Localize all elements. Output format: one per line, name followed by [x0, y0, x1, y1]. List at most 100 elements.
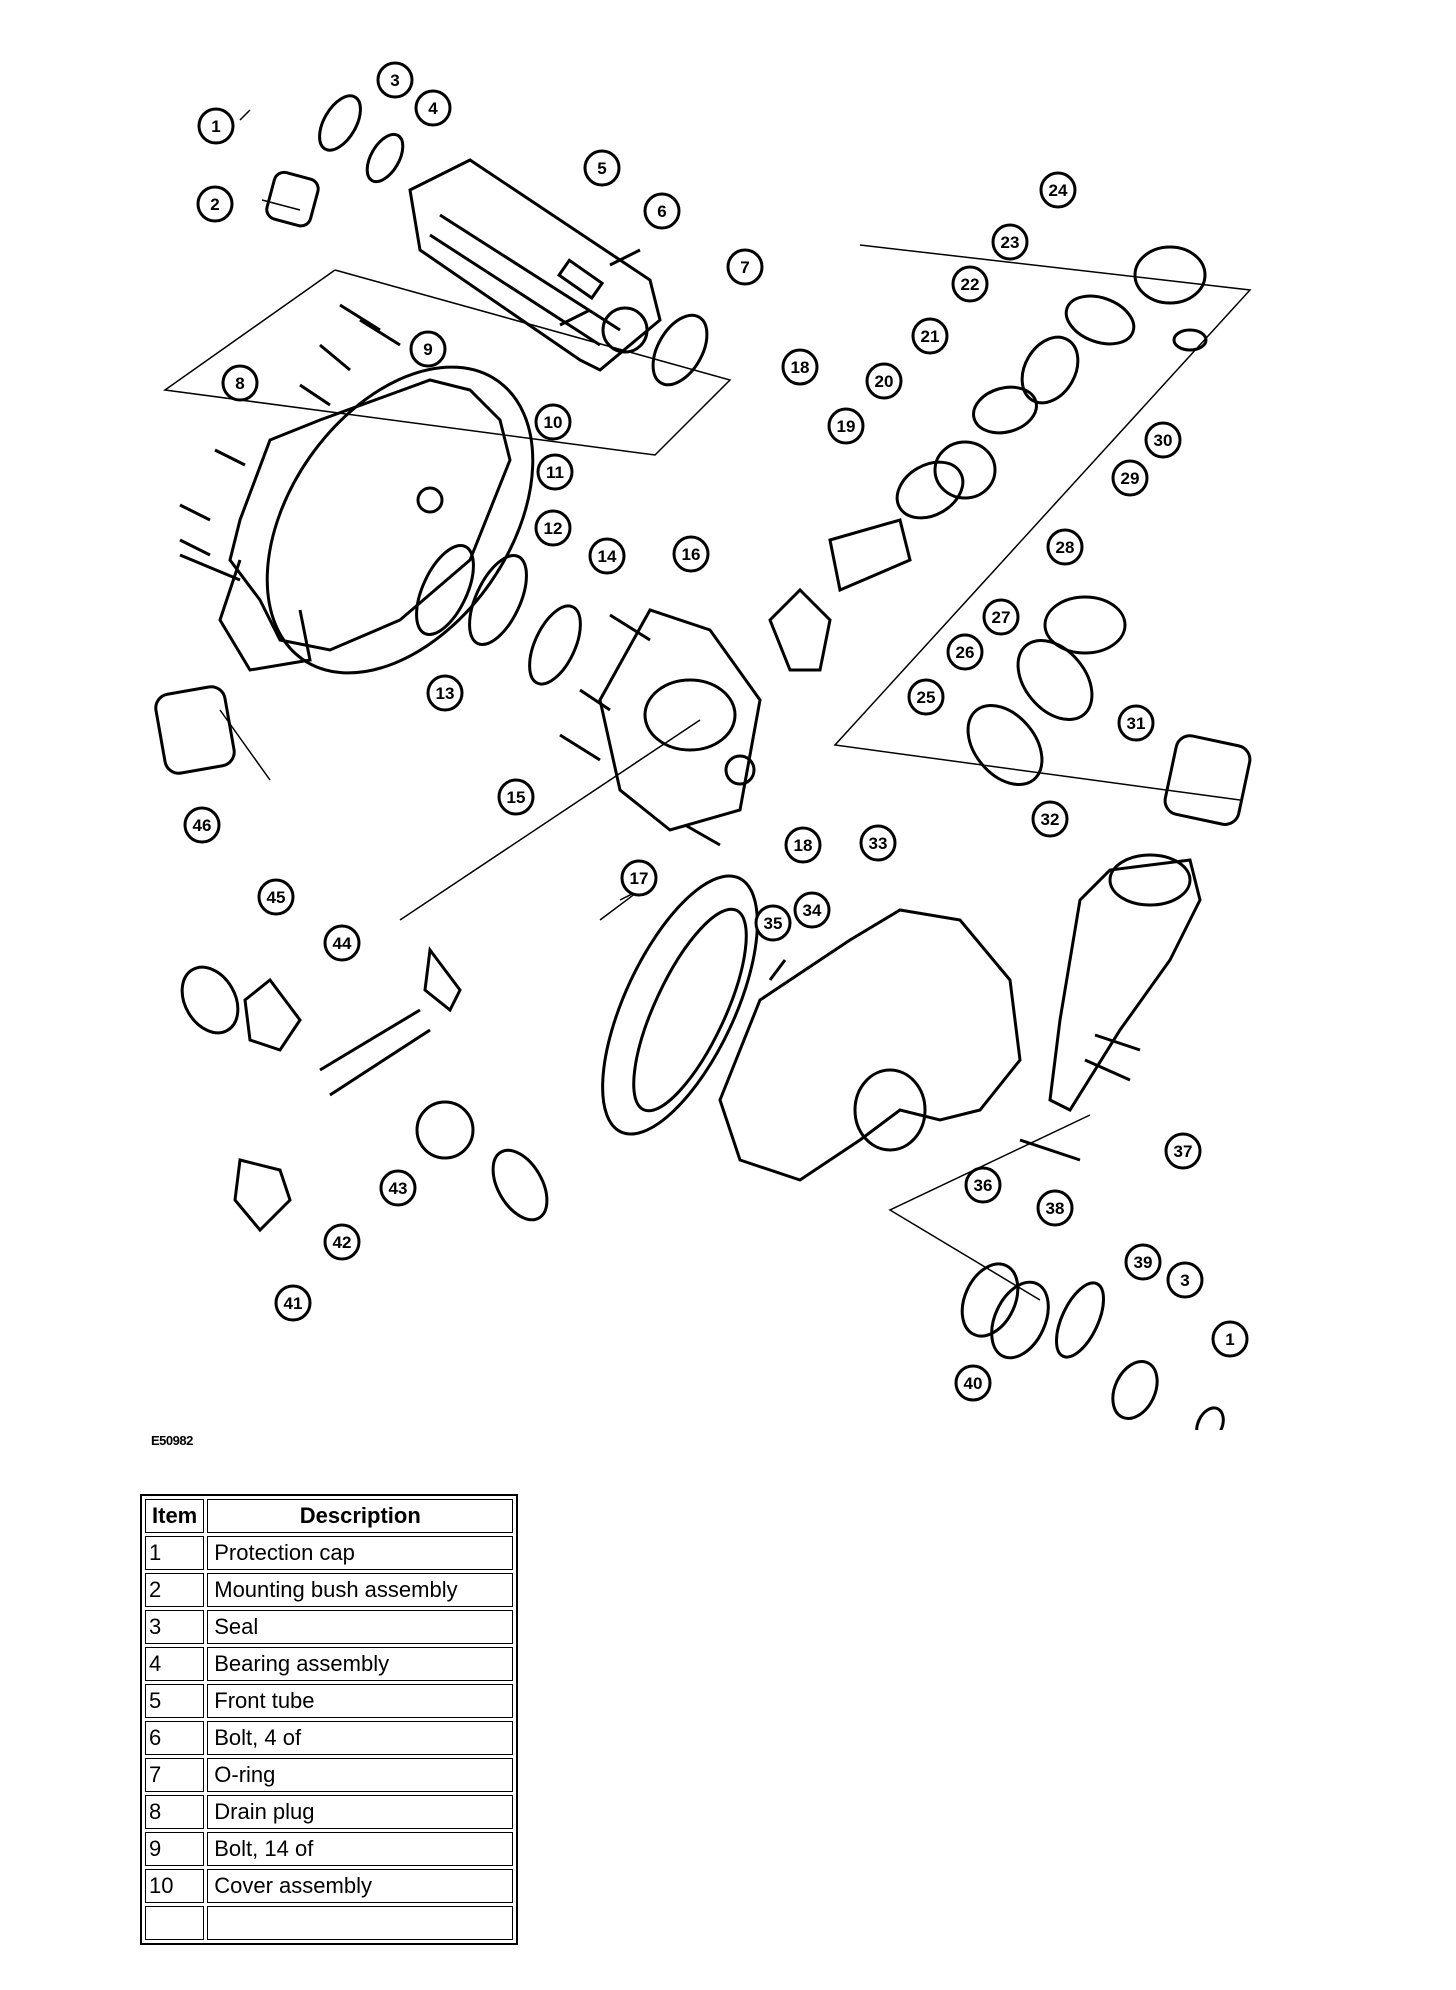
callout-32: 32: [1031, 800, 1069, 838]
bush-drawing: [154, 170, 1252, 826]
pinion-drawing: [768, 460, 965, 672]
callout-16: 16: [672, 535, 710, 573]
callout-22: 22: [951, 265, 989, 303]
callout-44: 44: [323, 924, 361, 962]
callout-number: 34: [803, 901, 822, 920]
callout-number: 3: [1180, 1271, 1189, 1290]
table-header-row: Item Description: [145, 1499, 514, 1533]
item-description: Seal: [207, 1610, 514, 1644]
item-description: O-ring: [207, 1758, 514, 1792]
callout-11: 11: [536, 453, 574, 491]
crown-wheel-drawing: [601, 874, 759, 1136]
callout-number: 28: [1056, 538, 1075, 557]
callout-number: 45: [267, 888, 286, 907]
item-number: 7: [145, 1758, 205, 1792]
item-description: Bolt, 14 of: [207, 1832, 514, 1866]
callout-number: 31: [1127, 714, 1146, 733]
callout-3: 3: [376, 61, 414, 99]
callout-number: 40: [964, 1374, 983, 1393]
item-number: 9: [145, 1832, 205, 1866]
callout-number: 13: [436, 684, 455, 703]
item-header: Item: [145, 1499, 205, 1533]
callout-number: 44: [333, 934, 352, 953]
callout-number: 18: [791, 358, 810, 377]
callout-2: 2: [196, 185, 234, 223]
item-description: Front tube: [207, 1684, 514, 1718]
item-number: 8: [145, 1795, 205, 1829]
callout-number: 1: [211, 117, 220, 136]
callout-39: 39: [1124, 1243, 1162, 1281]
callout-number: 29: [1121, 469, 1140, 488]
callout-18: 18: [781, 348, 819, 386]
figure-id: E50982: [151, 1433, 193, 1448]
callout-number: 42: [333, 1233, 352, 1252]
cover-housing-drawing: [218, 365, 535, 675]
callout-number: 36: [974, 1176, 993, 1195]
callout-number: 25: [917, 688, 936, 707]
callout-number: 33: [869, 834, 888, 853]
callout-number: 6: [657, 202, 666, 221]
front-tube-drawing: [408, 158, 662, 372]
callout-13: 13: [426, 674, 464, 712]
callout-33: 33: [859, 824, 897, 862]
item-description: Mounting bush assembly: [207, 1573, 514, 1607]
callout-number: 26: [956, 643, 975, 662]
bolts-drawing: [179, 248, 1141, 1162]
callout-27: 27: [982, 598, 1020, 636]
callout-number: 41: [284, 1294, 303, 1313]
callout-number: 4: [428, 99, 438, 118]
item-number: 2: [145, 1573, 205, 1607]
callout-number: 46: [193, 816, 212, 835]
callout-12: 12: [534, 509, 572, 547]
callout-number: 39: [1134, 1253, 1153, 1272]
callout-29: 29: [1111, 459, 1149, 497]
callout-25: 25: [907, 678, 945, 716]
rings-drawing: [180, 94, 1225, 1430]
callout-15: 15: [497, 778, 535, 816]
callout-10: 10: [534, 403, 572, 441]
callout-26: 26: [946, 633, 984, 671]
callout-number: 24: [1049, 181, 1068, 200]
item-description: Bearing assembly: [207, 1647, 514, 1681]
callout-46: 46: [183, 806, 221, 844]
callout-20: 20: [865, 362, 903, 400]
callout-36: 36: [964, 1166, 1002, 1204]
callout-number: 19: [837, 417, 856, 436]
callout-number: 20: [875, 372, 894, 391]
callout-9: 9: [409, 330, 447, 368]
callout-8: 8: [221, 364, 259, 402]
callout-34: 34: [793, 891, 831, 929]
callout-number: 17: [630, 869, 649, 888]
callout-24: 24: [1039, 171, 1077, 209]
callout-7: 7: [726, 248, 764, 286]
differential-case-drawing: [598, 608, 762, 832]
callout-number: 9: [423, 340, 432, 359]
item-number: 10: [145, 1869, 205, 1903]
item-number: 1: [145, 1536, 205, 1570]
callout-number: 7: [740, 258, 749, 277]
callout-42: 42: [323, 1223, 361, 1261]
callout-number: 27: [992, 608, 1011, 627]
callout-number: 43: [389, 1179, 408, 1198]
callout-number: 11: [546, 463, 564, 482]
callout-number: 8: [235, 374, 244, 393]
callout-number: 37: [1174, 1142, 1193, 1161]
item-number: 3: [145, 1610, 205, 1644]
callout-5: 5: [583, 149, 621, 187]
callout-6: 6: [643, 192, 681, 230]
callout-30: 30: [1144, 421, 1182, 459]
callout-38: 38: [1036, 1189, 1074, 1227]
item-description: Drain plug: [207, 1795, 514, 1829]
callout-number: 38: [1046, 1199, 1065, 1218]
callout-number: 10: [544, 413, 563, 432]
callout-31: 31: [1117, 704, 1155, 742]
item-description: Cover assembly: [207, 1869, 514, 1903]
item-number: 4: [145, 1647, 205, 1681]
